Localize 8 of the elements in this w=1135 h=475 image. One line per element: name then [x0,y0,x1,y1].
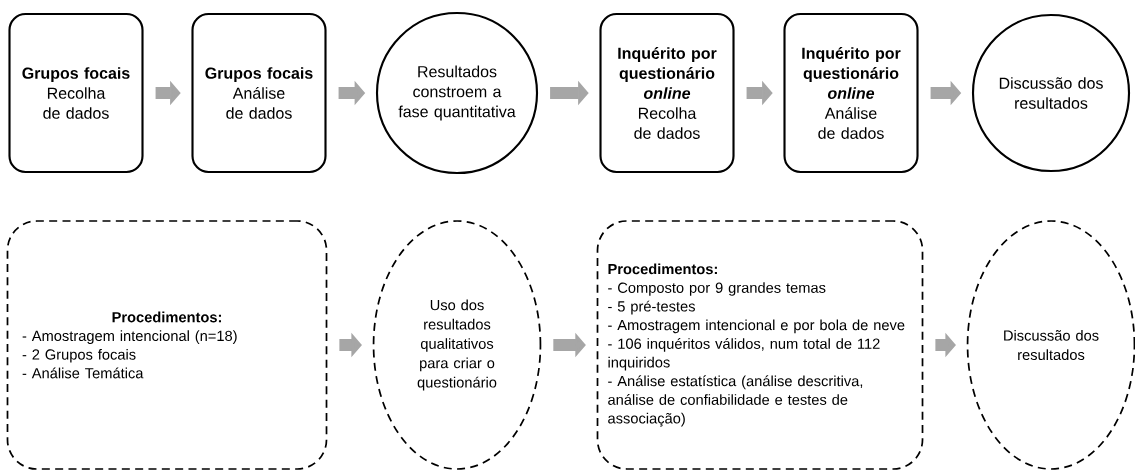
rounded-box: Grupos focais Recolha de dados [8,12,144,174]
circle-node: Discussão dos resultados [971,13,1131,173]
circle-node: Resultados constroem a fase quantitativa [375,11,539,175]
rounded-box: Grupos focais Análise de dados [191,12,327,174]
dashed-box: Procedimentos: - Composto por 9 grandes temas - 5 pré-testes - Amostragem intencional e por bola de neve - 106 inquéritos válidos, num total de 112 inquiridos - Análise estatística (análise descritiva, análise de confiabilidade e testes de associação) [596,220,924,470]
rounded-box: Inquérito por questionário online Recolha de dados [599,12,735,174]
dashed-box: Procedimentos: - Amostragem intencional (n=18) - 2 Grupos focais - Análise Temática [6,220,328,470]
rounded-box: Inquérito por questionário online Análise de dados [783,12,919,174]
